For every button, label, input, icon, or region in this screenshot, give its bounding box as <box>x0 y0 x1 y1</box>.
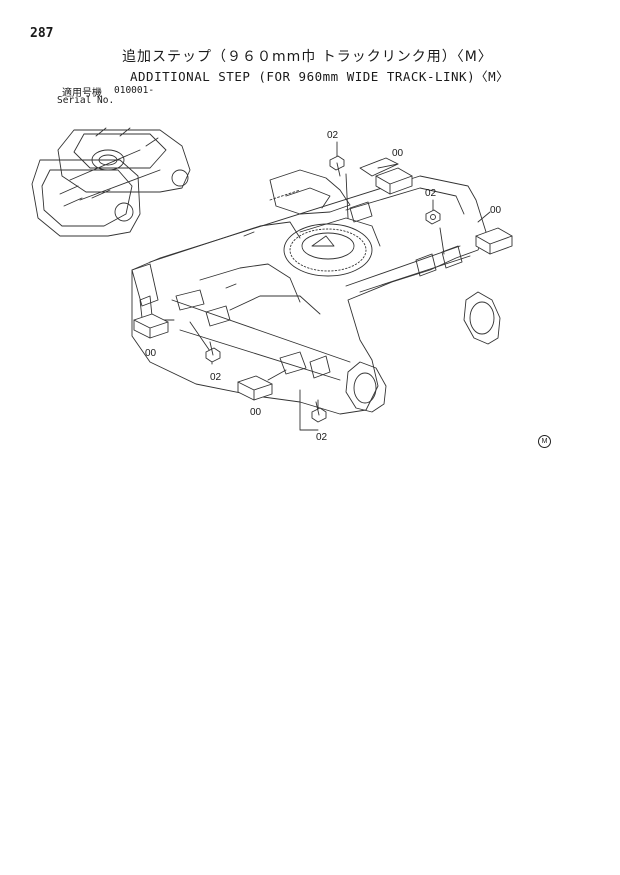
serial-label-japanese: 適用号機 <box>62 88 102 99</box>
callout-label: 02 <box>327 130 339 141</box>
callout-label: 02 <box>210 372 222 383</box>
overview-undercarriage-drawing <box>31 127 191 237</box>
callout-label: 02 <box>316 432 328 443</box>
circled-m-mark: M <box>538 435 551 448</box>
step-part <box>237 375 273 401</box>
step-part <box>133 313 169 339</box>
page-number: 287 <box>30 26 54 41</box>
title-english: ADDITIONAL STEP (FOR 960mm WIDE TRACK-LI… <box>130 69 510 84</box>
step-part <box>475 227 513 255</box>
bolt-parts <box>205 155 441 423</box>
additional-step-parts <box>133 167 513 401</box>
serial-label-english: Serial No. <box>57 95 115 106</box>
callout-label: 02 <box>425 188 437 199</box>
callout-label: 00 <box>490 205 502 216</box>
callout-label: 00 <box>392 148 404 159</box>
callout-label: 00 <box>145 348 157 359</box>
step-part <box>375 167 413 195</box>
serial-number-value: 010001- <box>114 85 155 96</box>
main-track-frame-drawing <box>131 141 501 431</box>
callout-label: 00 <box>250 407 262 418</box>
title-japanese: 追加ステップ（９６０mm巾 トラックリンク用）〈M〉 <box>122 49 493 65</box>
